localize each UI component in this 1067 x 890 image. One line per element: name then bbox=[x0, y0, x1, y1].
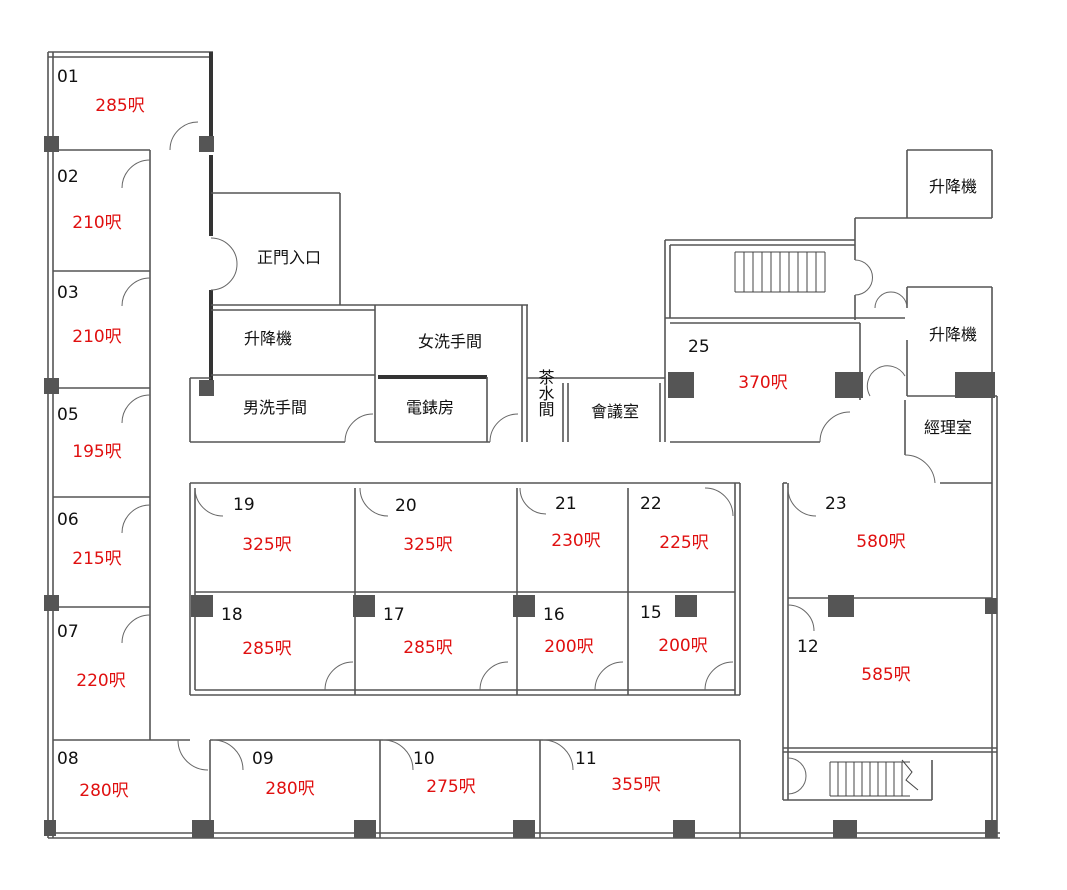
staircase-top bbox=[734, 251, 826, 293]
lift-left-label: 升降機 bbox=[244, 329, 292, 348]
room-number-12: 12 bbox=[797, 637, 819, 657]
room-area-20: 325呎 bbox=[403, 535, 452, 555]
pantry-label: 茶水間 bbox=[536, 369, 555, 418]
room-number-20: 20 bbox=[395, 496, 417, 516]
room-area-21: 230呎 bbox=[551, 531, 600, 551]
room-area-25: 370呎 bbox=[738, 373, 787, 393]
room-number-17: 17 bbox=[383, 605, 405, 625]
staircase-bottom bbox=[829, 759, 919, 797]
room-area-08: 280呎 bbox=[79, 781, 128, 801]
room-area-09: 280呎 bbox=[265, 779, 314, 799]
room-area-12: 585呎 bbox=[861, 665, 910, 685]
room-number-05: 05 bbox=[57, 405, 79, 425]
room-area-06: 215呎 bbox=[72, 549, 121, 569]
room-number-07: 07 bbox=[57, 622, 79, 642]
columns bbox=[44, 136, 997, 838]
facility-labels: 正門入口 升降機 升降機 升降機 女洗手間 男洗手間 電錶房 茶水間 會議室 經… bbox=[243, 177, 977, 437]
room-number-22: 22 bbox=[640, 494, 662, 514]
room-number-18: 18 bbox=[221, 605, 243, 625]
room-area-16: 200呎 bbox=[544, 637, 593, 657]
room-number-25: 25 bbox=[688, 337, 710, 357]
lift-right-top-label: 升降機 bbox=[929, 177, 977, 196]
room-number-10: 10 bbox=[413, 749, 435, 769]
room-number-15: 15 bbox=[640, 603, 662, 623]
room-area-22: 225呎 bbox=[659, 533, 708, 553]
room-area-02: 210呎 bbox=[72, 213, 121, 233]
room-numbers: 01 02 03 05 06 07 08 09 10 11 12 15 16 1… bbox=[57, 67, 847, 769]
room-number-21: 21 bbox=[555, 494, 577, 514]
walls bbox=[47, 51, 1000, 839]
room-area-19: 325呎 bbox=[242, 535, 291, 555]
meeting-room-label: 會議室 bbox=[591, 402, 639, 421]
room-area-07: 220呎 bbox=[76, 671, 125, 691]
room-areas: 285呎 210呎 210呎 195呎 215呎 220呎 280呎 280呎 … bbox=[72, 96, 910, 801]
mens-toilet-label: 男洗手間 bbox=[243, 398, 307, 417]
room-area-05: 195呎 bbox=[72, 442, 121, 462]
room-area-18: 285呎 bbox=[242, 639, 291, 659]
room-number-06: 06 bbox=[57, 510, 79, 530]
room-number-11: 11 bbox=[575, 749, 597, 769]
room-area-11: 355呎 bbox=[611, 775, 660, 795]
lift-right-label: 升降機 bbox=[929, 325, 977, 344]
main-entrance-label: 正門入口 bbox=[257, 248, 321, 267]
room-area-23: 580呎 bbox=[856, 532, 905, 552]
room-number-16: 16 bbox=[543, 605, 565, 625]
room-area-17: 285呎 bbox=[403, 638, 452, 658]
meter-room-label: 電錶房 bbox=[406, 398, 454, 417]
room-number-09: 09 bbox=[252, 749, 274, 769]
room-number-02: 02 bbox=[57, 167, 79, 187]
room-number-03: 03 bbox=[57, 283, 79, 303]
room-area-10: 275呎 bbox=[426, 777, 475, 797]
doors bbox=[121, 121, 936, 795]
manager-room-label: 經理室 bbox=[924, 418, 972, 437]
room-area-15: 200呎 bbox=[658, 636, 707, 656]
room-area-01: 285呎 bbox=[95, 96, 144, 116]
room-number-08: 08 bbox=[57, 749, 79, 769]
room-area-03: 210呎 bbox=[72, 327, 121, 347]
womens-toilet-label: 女洗手間 bbox=[418, 332, 482, 351]
room-number-19: 19 bbox=[233, 495, 255, 515]
room-number-23: 23 bbox=[825, 494, 847, 514]
room-number-01: 01 bbox=[57, 67, 79, 87]
